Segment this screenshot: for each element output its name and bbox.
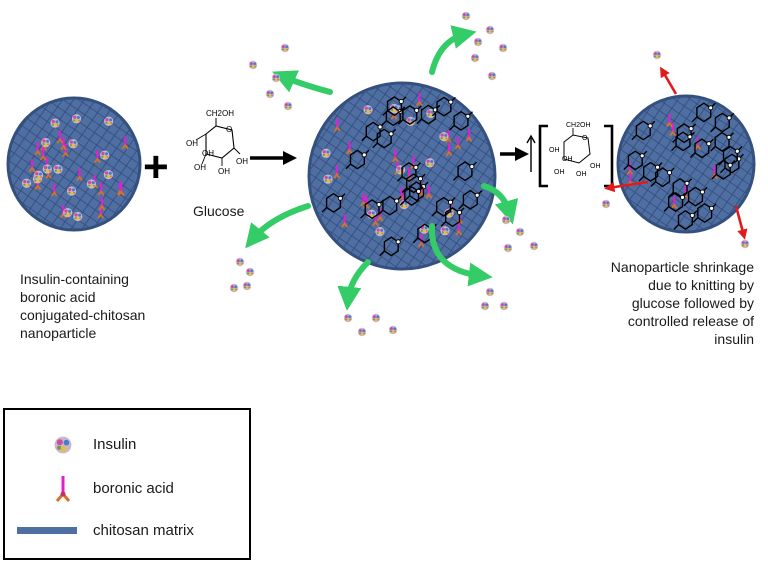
released-insulin-glyph <box>485 287 495 297</box>
svg-text:O: O <box>226 125 232 134</box>
svg-text:OH: OH <box>554 169 565 176</box>
caption-line: conjugated-chitosan <box>20 307 146 323</box>
svg-text:CH2OH: CH2OH <box>566 122 591 129</box>
caption-line: controlled release of <box>627 313 754 329</box>
released-insulin-glyph <box>601 199 611 209</box>
released-insulin-glyph <box>529 241 539 251</box>
released-insulin-glyph <box>487 71 497 81</box>
legend-item-boronic-acid: boronic acid <box>5 474 249 504</box>
bracket-left <box>538 124 548 188</box>
insulin-glyph <box>375 226 385 237</box>
insulin-glyph <box>440 226 450 236</box>
insulin-glyph <box>103 169 114 180</box>
insulin-nanoparticle-initial <box>6 96 142 232</box>
boronic-acid-icon <box>55 476 71 502</box>
released-insulin-glyph <box>235 257 245 267</box>
svg-text:OH: OH <box>218 167 230 176</box>
caption-line: Insulin-containing <box>20 271 129 287</box>
released-insulin-glyph <box>283 101 293 111</box>
released-insulin-glyph <box>470 53 480 63</box>
caption-line: Nanoparticle shrinkage <box>610 259 754 275</box>
insulin-glyph <box>63 207 73 218</box>
legend-label: Insulin <box>93 436 137 453</box>
insulin-glyph <box>104 116 114 126</box>
svg-text:OH: OH <box>194 163 206 172</box>
svg-text:CH2OH: CH2OH <box>206 109 234 118</box>
insulin-glyph <box>363 105 373 115</box>
shrunk-nanoparticle <box>616 94 756 234</box>
insulin-glyph <box>50 118 60 128</box>
insulin-glyph <box>86 179 97 189</box>
insulin-glyph <box>425 158 435 168</box>
svg-text:OH: OH <box>549 147 560 154</box>
glucose-molecule: CH2OH O OH OH OH OH OH <box>186 109 248 176</box>
released-insulin-glyph <box>515 227 525 237</box>
released-insulin-glyph <box>248 60 258 70</box>
released-insulin-glyph <box>242 281 252 291</box>
released-insulin-glyph <box>245 267 255 277</box>
released-insulin-glyph <box>357 327 367 337</box>
legend-item-insulin: Insulin <box>5 430 249 460</box>
glucose-label: Glucose <box>193 203 245 219</box>
insulin-glyph <box>321 148 331 158</box>
released-insulin-glyph <box>271 73 281 83</box>
glucose-molecule-bracketed: CH2OH O OH OH OH OH OH <box>549 122 601 178</box>
caption-line: boronic acid <box>20 289 96 305</box>
released-insulin-glyph <box>473 37 483 47</box>
insulin-glyph <box>71 114 82 124</box>
insulin-glyph <box>21 178 32 188</box>
bracket-right <box>604 124 614 188</box>
insulin-glyph <box>73 211 83 222</box>
legend-label: chitosan matrix <box>93 522 194 539</box>
released-insulin-glyph <box>229 283 239 293</box>
insulin-glyph <box>439 131 449 142</box>
caption-line: glucose followed by <box>631 295 754 311</box>
caption-shrinkage: Nanoparticle shrinkage due to knitting b… <box>560 258 754 348</box>
svg-text:OH: OH <box>236 157 248 166</box>
released-insulin-glyph <box>280 43 290 53</box>
caption-line: insulin <box>714 331 754 347</box>
released-insulin-glyph <box>388 325 398 335</box>
insulin-glyph <box>41 137 51 148</box>
caption-initial-nanoparticle: Insulin-containing boronic acid conjugat… <box>20 270 145 342</box>
released-insulin-glyph <box>265 89 275 99</box>
insulin-icon <box>54 436 72 454</box>
plus-sign: + <box>143 143 169 192</box>
released-insulin-glyph <box>371 313 381 323</box>
released-insulin-glyph <box>652 50 662 60</box>
insulin-glyph <box>323 174 333 184</box>
svg-text:OH: OH <box>202 149 214 158</box>
svg-text:OH: OH <box>186 139 198 148</box>
insulin-glyph <box>33 170 44 180</box>
released-insulin-glyph <box>461 11 471 21</box>
insulin-glyph <box>53 164 63 174</box>
svg-text:OH: OH <box>590 163 601 170</box>
released-insulin-glyph <box>498 43 508 53</box>
released-insulin-glyph <box>480 301 490 311</box>
glucose-bound-nanoparticle <box>307 81 497 271</box>
shrinkage-arrows <box>604 66 748 240</box>
released-insulin-glyph <box>485 25 495 35</box>
chitosan-matrix-icon <box>17 527 77 534</box>
insulin-glyph <box>42 164 52 174</box>
released-insulin-glyph <box>501 215 511 225</box>
legend-item-chitosan-matrix: chitosan matrix <box>5 516 249 546</box>
svg-text:OH: OH <box>576 171 587 178</box>
svg-text:OH: OH <box>562 156 573 163</box>
insulin-glyph <box>66 186 77 196</box>
uptake-up-arrow <box>526 134 536 172</box>
released-insulin-glyph <box>343 313 353 323</box>
insulin-glyph <box>100 150 110 160</box>
released-insulin-glyph <box>503 243 513 253</box>
released-insulin-glyph <box>740 239 750 249</box>
released-insulin-glyph <box>499 301 509 311</box>
insulin-release-arrows <box>245 25 519 311</box>
svg-text:O: O <box>582 135 588 142</box>
legend: Insulin boronic acid chitosan matrix <box>3 408 251 560</box>
caption-line: nanoparticle <box>20 325 97 341</box>
caption-line: due to knitting by <box>648 277 754 293</box>
legend-label: boronic acid <box>93 480 174 497</box>
insulin-glyph <box>68 139 78 149</box>
